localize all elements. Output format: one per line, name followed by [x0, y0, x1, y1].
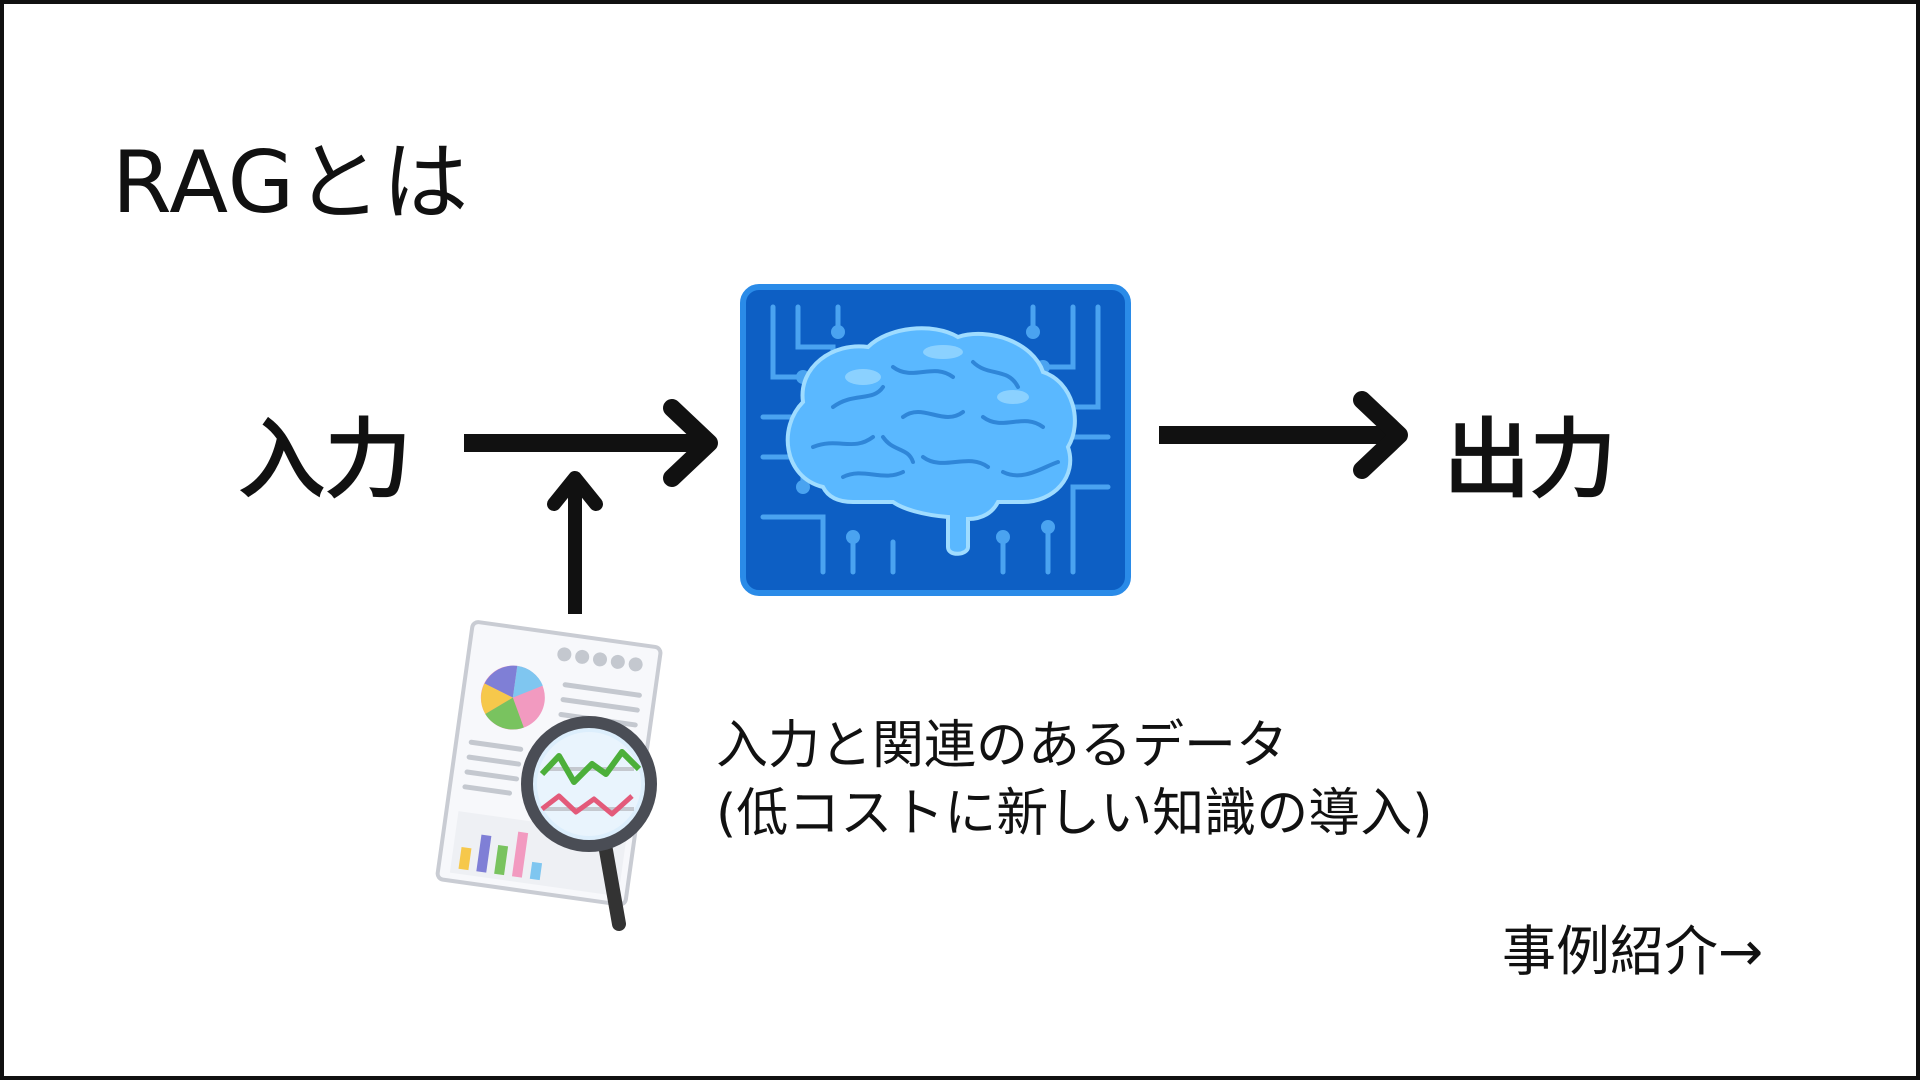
input-arrow-icon [464, 399, 718, 487]
document-search-icon [435, 620, 663, 931]
next-slide-link[interactable]: 事例紹介→ [1502, 920, 1764, 983]
data-up-arrow-icon [547, 471, 603, 614]
data-caption-line1: 入力と関連のあるデータ [716, 716, 1289, 776]
data-caption-line2: (低コストに新しい知識の導入) [716, 784, 1433, 844]
output-arrow-icon [1159, 391, 1408, 479]
input-label: 入力 [239, 410, 411, 510]
ai-brain-icon [740, 284, 1131, 596]
output-label: 出力 [1444, 410, 1616, 510]
slide-title: RAGとは [112, 133, 470, 233]
data-caption: 入力と関連のあるデータ (低コストに新しい知識の導入) [716, 712, 1433, 848]
